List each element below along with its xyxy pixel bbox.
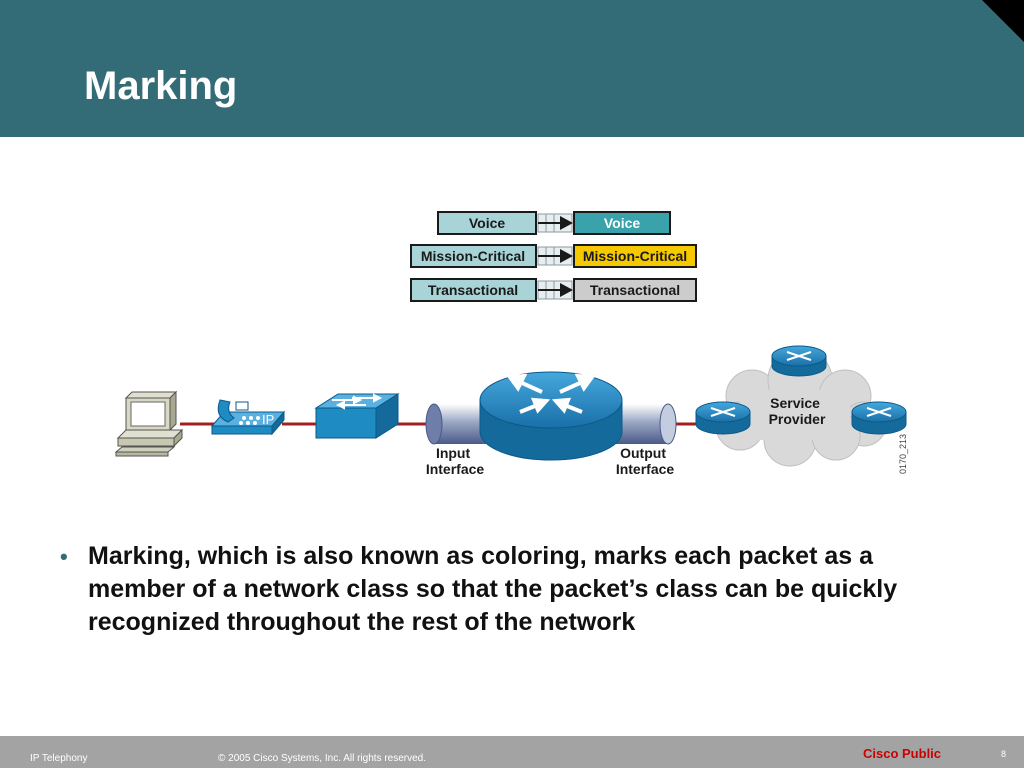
bullet-item: • Marking, which is also known as colori… [60,540,970,639]
output-class-box-transactional [573,278,697,302]
switch-icon [314,393,400,439]
footer-course: IP Telephony [30,753,88,764]
input-interface-label: Input Interface [426,445,485,477]
voice-marking-arrow [537,213,573,233]
provider-router-icon [851,401,907,435]
router-icon [479,371,623,461]
figure-id: 0170_213 [898,434,908,474]
mission-critical-marking-arrow [537,246,573,266]
output-class-box-voice [573,211,671,235]
output-class-label-mission-critical: Mission-Critical [583,248,687,264]
output-interface-label: Output Interface [616,445,675,477]
input-class-label-mission-critical: Mission-Critical [421,248,525,264]
service-provider-label: Service Provider [769,395,826,427]
input-class-label-voice: Voice [469,215,506,231]
provider-router-icon [771,345,827,377]
bullet-marker: • [60,544,68,569]
ip-phone-icon [210,399,286,436]
footer-classification: Cisco Public [863,746,942,761]
slide-title: Marking [84,64,238,108]
footer-bar: IP Telephony © 2005 Cisco Systems, Inc. … [0,736,1024,768]
input-class-box-voice [437,211,537,235]
transactional-marking-arrow [537,280,573,300]
footer-copyright: © 2005 Cisco Systems, Inc. All rights re… [218,753,427,764]
pc-icon [114,390,184,457]
footer-page-number: 8 [1001,749,1007,759]
marking-diagram: Voice Mission-Critical Transactional Voi… [114,211,908,477]
output-class-box-mission-critical [573,244,697,268]
header-bar: Marking [0,0,1024,137]
input-class-box-mission-critical [410,244,537,268]
ip-phone-label: IP [262,412,274,427]
header-corner [982,0,1024,42]
bullet-text: Marking, which is also known as coloring… [88,542,898,636]
input-class-box-transactional [410,278,537,302]
provider-router-icon [695,401,751,435]
output-class-label-transactional: Transactional [590,282,680,298]
input-class-label-transactional: Transactional [428,282,518,298]
output-class-label-voice: Voice [604,215,641,231]
